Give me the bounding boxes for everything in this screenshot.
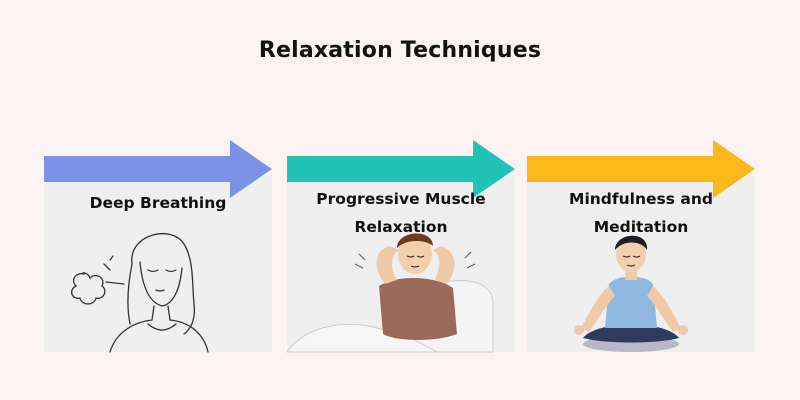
technique-card-mindfulness-meditation: Mindfulness and Meditation — [527, 140, 755, 354]
technique-label-line2: Meditation — [593, 217, 689, 236]
technique-card-deep-breathing: Deep Breathing — [44, 140, 272, 354]
man-meditating-icon — [574, 235, 688, 352]
arrow-right-icon — [527, 140, 755, 198]
man-relaxing-icon — [287, 233, 494, 353]
technique-card-progressive-muscle-relaxation: Progressive Muscle Relaxation — [287, 140, 515, 354]
arrow-right-icon — [44, 140, 272, 198]
technique-label-line1: Progressive Muscle — [316, 190, 486, 208]
arrow-right-icon — [287, 140, 515, 198]
woman-breathing-icon — [70, 233, 209, 353]
technique-label: Mindfulness and Meditation — [527, 186, 755, 242]
technique-label: Deep Breathing — [89, 194, 227, 212]
technique-label-line1: Mindfulness and — [569, 190, 713, 208]
card-panel — [44, 176, 272, 352]
page-title: Relaxation Techniques — [258, 38, 542, 63]
technique-label-line2: Relaxation — [354, 217, 448, 236]
technique-label: Progressive Muscle Relaxation — [287, 186, 515, 242]
